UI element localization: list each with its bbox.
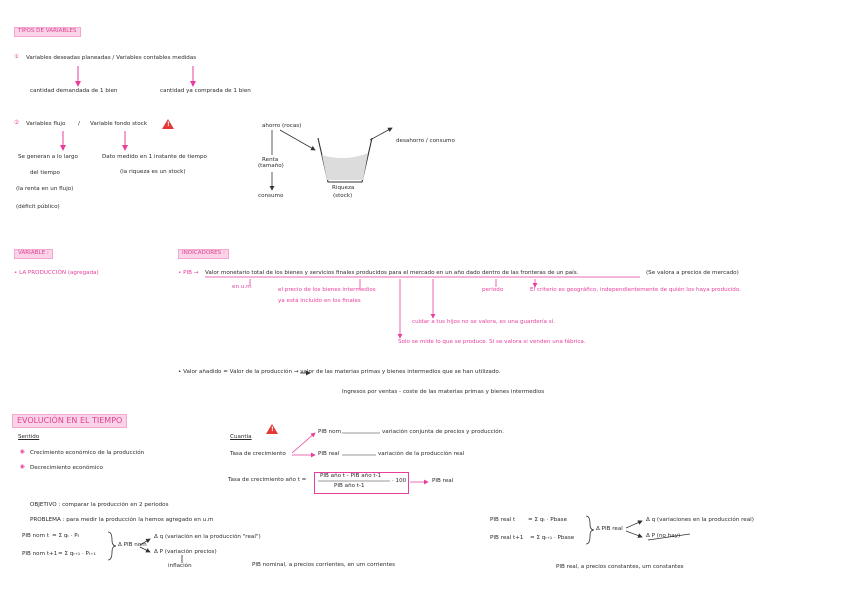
tipos-desc-demandada: cantidad demandada de 1 bien <box>30 89 117 95</box>
objetivo-text: OBJETIVO : comparar la producción en 2 p… <box>30 503 169 509</box>
diagram-renta-sub: (tamaño) <box>258 164 284 170</box>
delta-p: Δ P (variación precios) <box>154 550 217 556</box>
delta-pibreal: Δ PIB real <box>596 527 623 533</box>
variable-item: • LA PRODUCCIÓN (agregada) <box>14 271 99 277</box>
diagram-riqueza-sub: (stock) <box>333 194 352 200</box>
pibreal-t-eq: = Σ qₜ · Pbase <box>528 518 567 524</box>
pibreal-t-label: PIB real t <box>490 518 515 524</box>
pib-nuevo: Solo se mide lo que se produce. Si se va… <box>398 340 586 346</box>
pibreal-label: PIB real <box>318 452 339 458</box>
inflacion-label: inflación <box>168 564 192 570</box>
flujo-desc-2: del tiempo <box>30 171 60 177</box>
pibnom-t1-label: PIB nom t+1 <box>22 552 57 558</box>
tipos-line-1: Variables deseadas planeadas / Variables… <box>26 56 196 62</box>
diagram-consumo: consumo <box>258 194 283 200</box>
tipos-separator: / <box>78 122 80 128</box>
delta-q-real: Δ q (variaciones en la producción real) <box>646 518 754 524</box>
pibnom-t-eq: = Σ qₜ · Pₜ <box>52 534 79 540</box>
decrec-bullet: ◉ <box>20 465 25 471</box>
heading-tipos-de-variables: TIPOS DE VARIABLES <box>14 27 81 37</box>
tasa-ano-label: Tasa de crecimiento año t = <box>228 478 306 484</box>
problema-text: PROBLEMA : para medir la producción la h… <box>30 518 213 524</box>
pibreal-desc: variación de la producción real <box>378 452 464 458</box>
delta-p-real: Δ P (no hay) <box>646 534 680 540</box>
item-number-1: ① <box>14 55 19 61</box>
vab-definition: • Valor añadido = Valor de la producción… <box>178 370 500 376</box>
warning-icon-2: ! <box>266 424 278 434</box>
stock-desc-2: (la riqueza es un stock) <box>120 170 186 176</box>
pib-hijos: cuidar a tus hijos no se valora, es una … <box>412 320 555 326</box>
pib-label: • PIB → <box>178 271 198 277</box>
formula-numerator: PIB año t - PIB año t-1 <box>320 474 381 480</box>
pibreal-t1-label: PIB real t+1 <box>490 536 523 542</box>
delta-pibnom: Δ PIB nom <box>118 543 147 549</box>
formula-mult: · 100 <box>392 479 406 485</box>
heading-evolucion: EVOLUCIÓN EN EL TIEMPO <box>12 414 127 428</box>
nominal-note: PIB nominal, a precios corrientes, en um… <box>252 563 395 569</box>
tipos-flujo-label: Variables flujo <box>26 122 65 128</box>
heading-indicadores: INDICADORES : <box>178 249 229 259</box>
pibnom-label: PIB nom <box>318 430 341 436</box>
pib-note: (Se valora a precios de mercado) <box>646 271 739 277</box>
crec-bullet: ◉ <box>20 450 25 456</box>
diagram-riqueza: Riqueza <box>332 186 354 192</box>
crec-text: Crecimiento económico de la producción <box>30 451 144 457</box>
pibnom-t-label: PIB nom t <box>22 534 49 540</box>
sentido-label: Sentido <box>18 435 39 441</box>
decrec-text: Decrecimiento económico <box>30 466 103 472</box>
pib-periodo: periodo <box>482 288 503 294</box>
flujo-desc-4: (déficit público) <box>16 205 60 211</box>
diagram-desahorro: desahorro / consumo <box>396 139 455 145</box>
tasa-label: Tasa de crecimiento <box>230 452 286 458</box>
formula-arrow-label: PIB real <box>432 479 453 485</box>
pib-definition: Valor monetario total de los bienes y se… <box>205 271 578 277</box>
pibnom-desc: variación conjunta de precios y producci… <box>382 430 504 436</box>
cuantia-label: Cuantía <box>230 435 252 441</box>
real-note: PIB real, a precios constantes, um const… <box>556 565 684 571</box>
pibreal-t1-eq: = Σ qₜ₊₁ · Pbase <box>530 536 574 542</box>
tipos-stock-label: Variable fondo stock <box>90 122 147 128</box>
pib-geografico: El criterio es geográfico, independiente… <box>530 288 741 294</box>
stock-desc-1: Dato medido en 1 instante de tiempo <box>102 155 207 161</box>
item-number-2: ② <box>14 121 19 127</box>
warning-icon: ! <box>162 119 174 129</box>
delta-q: Δ q (variación en la producción "real") <box>154 535 261 541</box>
heading-variable: VARIABLE : <box>14 249 53 259</box>
pibnom-t1-eq: = Σ qₜ₊₁ · Pₜ₊₁ <box>58 552 96 558</box>
tipos-desc-comprada: cantidad ya comprada de 1 bien <box>160 89 251 95</box>
diagram-ahorro: ahorro (rocas) <box>262 124 301 130</box>
flujo-desc-1: Se generan a lo largo <box>18 155 78 161</box>
pib-intermedios-2: ya está incluido en los finales <box>278 299 361 305</box>
formula-denominator: PIB año t-1 <box>334 484 365 490</box>
pib-en-um: en u.m <box>232 285 252 291</box>
pib-intermedios-1: el precio de los bienes intermedios <box>278 288 376 294</box>
vab-ingresos: Ingresos por ventas - coste de las mater… <box>342 390 544 396</box>
flujo-desc-3: (la renta en un flujo) <box>16 187 73 193</box>
